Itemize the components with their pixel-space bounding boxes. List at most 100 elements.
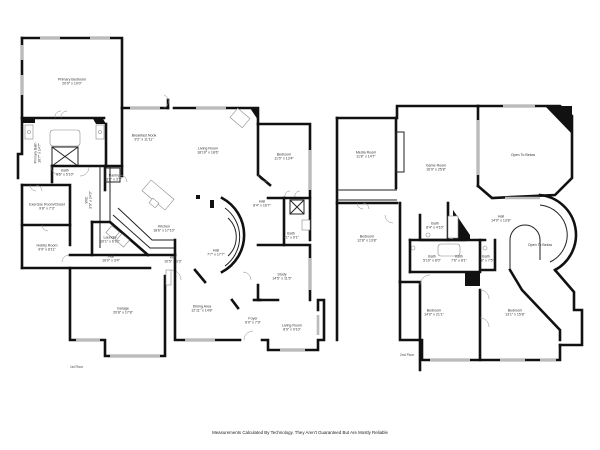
room-name: Living Room <box>282 323 302 328</box>
room-name: Hall <box>258 199 266 204</box>
room-dims: 13'1" x 15'8" <box>505 313 525 317</box>
room-dims: 16'9" x 25'8" <box>426 168 446 172</box>
room-dims: 3'9" x 24'3" <box>89 191 93 209</box>
room-name: Bedroom <box>276 152 292 157</box>
room-label: Open To Below <box>528 243 552 247</box>
room-name: Bedroom <box>359 234 375 239</box>
room-dims: 7'6" x 8'1" <box>451 259 467 263</box>
first-floor-plan <box>16 36 326 358</box>
room-name: Open To Below <box>510 152 536 157</box>
room-name: Bath <box>428 254 436 259</box>
room-name: Study <box>277 272 287 277</box>
room-name: Bath <box>431 221 439 226</box>
second-floor-plan <box>335 104 584 372</box>
room-dims: 3'8" x 3'1" <box>106 178 122 182</box>
room-name: Bedroom <box>426 308 442 313</box>
room-dims: 7'8" x 7'5" <box>478 259 494 263</box>
room-dims: 7'1" x 9'1" <box>283 236 299 240</box>
room-dims: 18'6" x 17'10" <box>153 229 175 233</box>
room-dims: 12'11" x 14'8" <box>191 309 213 313</box>
room-dims: 8'4" x 4'10" <box>426 226 444 230</box>
room-dims: 14'9" x 13'8" <box>491 219 511 223</box>
floor-label-2nd: 2nd Floor <box>400 353 415 357</box>
room-dims: 18'10" x 18'6" <box>197 151 219 155</box>
room-name: Kitchen <box>158 224 170 229</box>
room-dims: 8'4" x 16'7" <box>253 204 271 208</box>
room-dims: 5'5" x 5'10" <box>56 173 74 177</box>
room-name: Bath <box>482 254 490 259</box>
room-name: Exercise Room/Closet <box>29 202 65 207</box>
room-dims: 5'10" x 8'0" <box>423 259 441 263</box>
room-name: Game Room <box>425 163 447 168</box>
room-name: Foyer <box>248 316 258 321</box>
room-name: Garage <box>117 306 129 311</box>
room-dims: 12'8" x 13'8" <box>357 239 377 243</box>
room-dims: 14'0" x 21'1" <box>424 313 444 317</box>
room-dims: 14'5" x 11'5" <box>272 277 292 281</box>
room-name: Hobby Room <box>36 243 58 248</box>
room-name: Media Room <box>355 150 377 155</box>
room-dims: 20'0" x 19'0" <box>62 82 82 86</box>
room-dims: 6'0" x 7'9" <box>245 321 261 325</box>
room-dims: 16'0" x 3'4" <box>102 259 120 263</box>
room-name: Living Room <box>198 146 218 151</box>
measurement-disclaimer: Measurements Calculated By Technology. T… <box>212 430 388 435</box>
room-name: Pantry <box>108 173 120 178</box>
room-name: Hall <box>169 255 177 260</box>
room-name: Hall <box>497 214 505 219</box>
room-name: Bath <box>287 231 295 236</box>
room-dims: 10'1" x 6'10" <box>100 240 120 244</box>
room-dims: 20'8" x 17'8" <box>113 311 133 315</box>
room-dims: 11'8" x 14'7" <box>356 155 376 159</box>
room-name: Hall <box>212 248 220 253</box>
room-name: Open To Below <box>527 242 553 247</box>
room-name: Laundry <box>103 235 117 240</box>
room-dims: 10'7" x 14'7" <box>38 143 42 163</box>
room-dims: 9'2" x 11'11" <box>134 138 154 142</box>
room-dims: 9'9" x 8'11" <box>38 248 56 252</box>
room-dims: 11'0" x 13'4" <box>274 157 294 161</box>
room-name: Primary Bedroom <box>58 77 86 82</box>
room-name: Dining Area <box>192 304 212 309</box>
room-dims: 8'9" x 9'10" <box>283 328 301 332</box>
room-name: Bath <box>61 168 69 173</box>
room-name: Bedroom <box>507 308 523 313</box>
room-dims: 9'8" x 7'3" <box>39 207 55 211</box>
room-dims: 7'7" x 17'7" <box>207 253 225 257</box>
room-name: Bath <box>455 254 463 259</box>
room-name: Breakfast Nook <box>131 133 157 138</box>
room-name: Hall <box>107 254 115 259</box>
floor-label-1st: 1st Floor <box>70 365 84 369</box>
